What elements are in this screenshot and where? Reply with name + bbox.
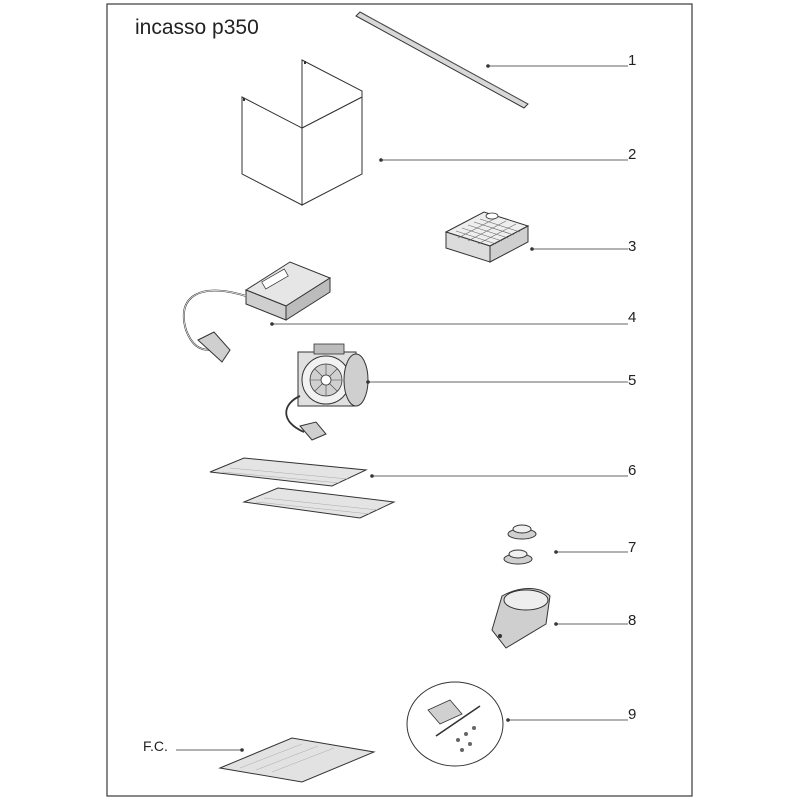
part-number-5: 5	[628, 372, 637, 389]
part-number-6: 6	[628, 462, 637, 479]
leader-dot-3	[530, 247, 534, 251]
part-3-carbon-filter	[444, 211, 530, 263]
part-fc-panel	[218, 737, 376, 783]
part-6-grease-filters	[209, 457, 396, 519]
part-5-blower-motor	[285, 343, 369, 441]
part-number-9: 9	[628, 706, 637, 723]
part-1-rail-strip	[355, 11, 529, 109]
part-number-4: 4	[628, 309, 637, 326]
fc-label: F.C.	[143, 738, 168, 754]
leader-dot-2	[379, 158, 383, 162]
part-number-2: 2	[628, 146, 637, 163]
leader-dot-6	[370, 474, 374, 478]
part-number-1: 1	[628, 52, 637, 69]
part-7-knobs	[503, 524, 537, 565]
part-9-accessory-kit	[406, 681, 504, 767]
part-4-control-unit	[182, 261, 332, 363]
leader-dot-1	[486, 64, 490, 68]
leader-dot-7	[554, 550, 558, 554]
leader-dot-9	[506, 718, 510, 722]
part-2-chimney-cover	[241, 59, 363, 206]
part-number-3: 3	[628, 238, 637, 255]
leader-dot-5	[366, 380, 370, 384]
part-8-lamp-cover	[491, 588, 551, 649]
leader-dot-fc	[240, 748, 244, 752]
part-number-7: 7	[628, 539, 637, 556]
part-number-8: 8	[628, 612, 637, 629]
page-title: incasso p350	[135, 16, 259, 39]
page-frame	[106, 3, 693, 797]
leader-dot-8	[554, 622, 558, 626]
